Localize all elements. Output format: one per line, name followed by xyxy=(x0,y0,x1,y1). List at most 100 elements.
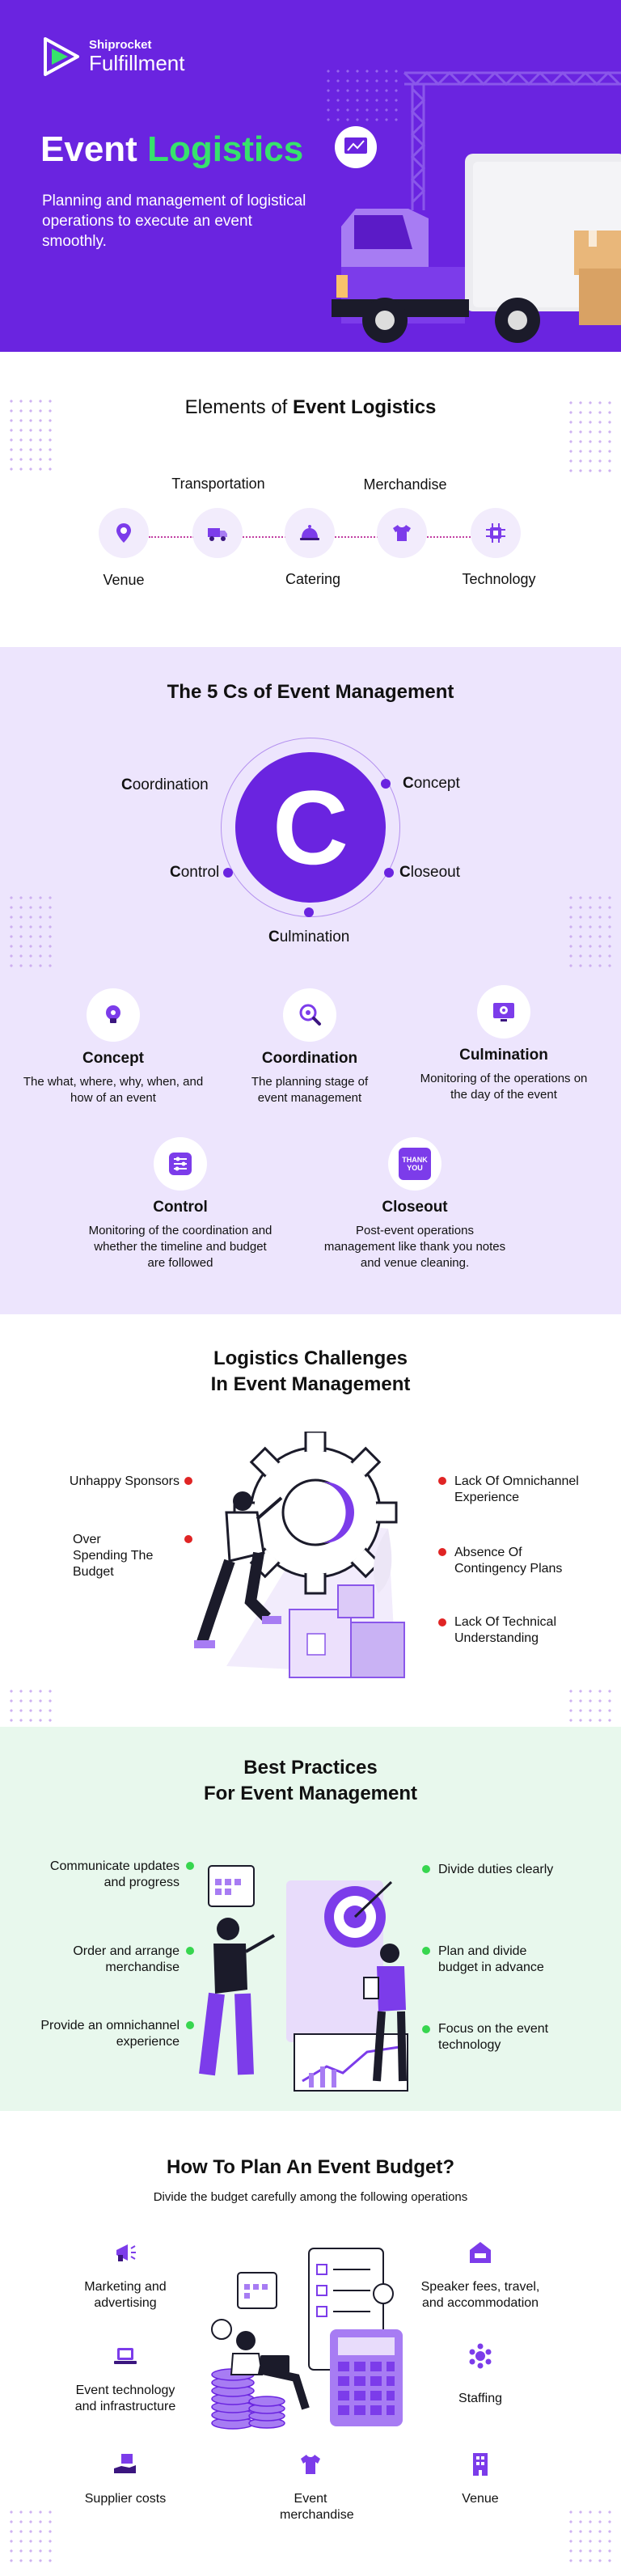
technology-node xyxy=(471,508,521,558)
chip-icon xyxy=(486,523,505,543)
lightbulb-icon xyxy=(106,1005,120,1023)
budget-item-technology: Event technology and infrastructure xyxy=(44,2342,206,2415)
challenges-title: Logistics Challenges In Event Management xyxy=(0,1346,621,1398)
ring-label-concept: Concept xyxy=(403,775,460,793)
practice-budget: Plan and divide budget in advance xyxy=(438,1944,544,1974)
challenge-unhappy-sponsors: Unhappy Sponsors xyxy=(69,1474,180,1488)
technology-label: Technology xyxy=(462,571,536,587)
card-title: Concept xyxy=(82,1050,144,1067)
challenge-technical: Lack Of Technical Understanding xyxy=(454,1615,556,1645)
challenges-title-line1: Logistics Challenges xyxy=(213,1347,408,1369)
card-title: Coordination xyxy=(261,1050,358,1067)
best-title-line1: Best Practices xyxy=(243,1757,378,1779)
hero-title-part1: Event xyxy=(40,129,137,169)
budget-item-label: Staffing xyxy=(458,2392,502,2405)
dot-pattern xyxy=(323,66,401,125)
brand-line1: Shiprocket xyxy=(89,38,152,52)
practice-omnichannel: Provide an omnichannel experience xyxy=(40,2019,180,2049)
card-icon-wrap xyxy=(283,988,336,1042)
t-shirt-icon xyxy=(393,525,411,541)
ring-label-rest: ontrol xyxy=(180,864,220,881)
challenge-bullet xyxy=(438,1618,446,1626)
transportation-label: Transportation xyxy=(171,476,265,492)
c-center-circle: C xyxy=(235,752,386,903)
transportation-node xyxy=(192,508,243,558)
budget-item-speaker: Speaker fees, travel, and accommodation xyxy=(399,2239,561,2312)
monitor-gear-icon xyxy=(493,1003,514,1022)
challenges-title-line2: In Event Management xyxy=(210,1373,411,1395)
truck-illustration xyxy=(332,70,621,343)
budget-title: How To Plan An Event Budget? xyxy=(167,2156,454,2178)
location-pin-icon xyxy=(116,523,131,543)
connector-line xyxy=(427,536,471,538)
budget-item-supplier: Supplier costs xyxy=(44,2451,206,2507)
dot-pattern-left xyxy=(6,893,58,971)
connector-line xyxy=(243,536,286,538)
ring-label-coordination: Coordination xyxy=(121,776,209,794)
ring-label-initial: C xyxy=(403,775,414,792)
connector-line xyxy=(335,536,378,538)
card-control: Control Monitoring of the coordination a… xyxy=(87,1137,273,1271)
card-coordination: Coordination The planning stage of event… xyxy=(217,988,403,1106)
dot-pattern-left xyxy=(6,2507,58,2565)
elements-title-regular: Elements of xyxy=(184,396,288,418)
ring-label-control: Control xyxy=(170,864,219,882)
hotel-icon xyxy=(470,2242,491,2263)
sliders-icon xyxy=(169,1153,192,1175)
hand-box-icon xyxy=(114,2454,136,2473)
practice-bullet xyxy=(422,2025,430,2033)
hero-title: Event Logistics xyxy=(40,129,303,170)
catering-node xyxy=(285,508,335,558)
practice-bullet xyxy=(422,1865,430,1873)
hero-banner: Shiprocket Fulfillment Event Logistics P… xyxy=(0,0,621,352)
ring-label-initial: C xyxy=(399,864,411,881)
play-logo-icon xyxy=(44,37,79,76)
best-practices-title: Best Practices For Event Management xyxy=(0,1755,621,1807)
practice-technology: Focus on the event technology xyxy=(438,2022,549,2052)
elements-title: Elements of Event Logistics xyxy=(0,396,621,419)
practice-divide-duties: Divide duties clearly xyxy=(438,1863,554,1876)
thank-you-card-icon: THANK YOU xyxy=(399,1148,431,1180)
laptop-icon xyxy=(114,2348,137,2364)
practice-bullet xyxy=(186,2021,194,2029)
ring-label-rest: loseout xyxy=(410,864,461,881)
megaphone-icon xyxy=(116,2244,136,2261)
ring-dot xyxy=(384,868,394,878)
card-title: Culmination xyxy=(459,1047,548,1064)
card-desc: The what, where, why, when, and how of a… xyxy=(23,1075,204,1105)
challenge-bullet xyxy=(184,1477,192,1485)
ring-label-culmination: Culmination xyxy=(268,928,349,946)
five-cs-title: The 5 Cs of Event Management xyxy=(167,681,454,703)
card-desc: Post-event operations management like th… xyxy=(323,1224,506,1270)
ring-label-initial: C xyxy=(170,864,181,881)
card-icon-wrap xyxy=(154,1137,207,1191)
challenge-bullet xyxy=(438,1477,446,1485)
shirt-icon xyxy=(301,2455,320,2474)
budget-item-venue: Venue xyxy=(399,2451,561,2507)
card-icon-wrap: THANK YOU xyxy=(388,1137,441,1191)
truck-icon xyxy=(208,528,227,541)
budget-item-merchandise: Event merchandise xyxy=(230,2451,391,2523)
card-title: Control xyxy=(153,1199,208,1216)
practice-communicate: Communicate updates and progress xyxy=(49,1859,180,1889)
practice-bullet xyxy=(186,1862,194,1870)
card-icon-wrap xyxy=(477,985,530,1038)
challenge-omnichannel: Lack Of Omnichannel Experience xyxy=(454,1474,579,1504)
dot-pattern-right xyxy=(566,893,618,971)
gear-climber-illustration xyxy=(194,1432,405,1678)
venue-node xyxy=(99,508,149,558)
merchandise-label: Merchandise xyxy=(363,476,447,493)
ring-label-rest: ulmination xyxy=(279,928,350,945)
card-closeout: THANK YOU Closeout Post-event operations… xyxy=(322,1137,508,1271)
challenge-contingency: Absence Of Contingency Plans xyxy=(454,1546,563,1576)
ring-label-initial: C xyxy=(121,776,133,793)
catering-label: Catering xyxy=(285,571,341,587)
ring-dot xyxy=(223,868,233,878)
merchandise-node xyxy=(377,508,427,558)
brand-logo[interactable]: Shiprocket Fulfillment xyxy=(40,36,184,78)
ring-label-rest: oncept xyxy=(413,775,460,792)
card-desc: Monitoring of the coordination and wheth… xyxy=(88,1224,272,1270)
budget-item-label: Marketing and advertising xyxy=(84,2280,167,2310)
connector-line xyxy=(149,536,194,538)
budget-item-label: Event merchandise xyxy=(280,2492,354,2522)
